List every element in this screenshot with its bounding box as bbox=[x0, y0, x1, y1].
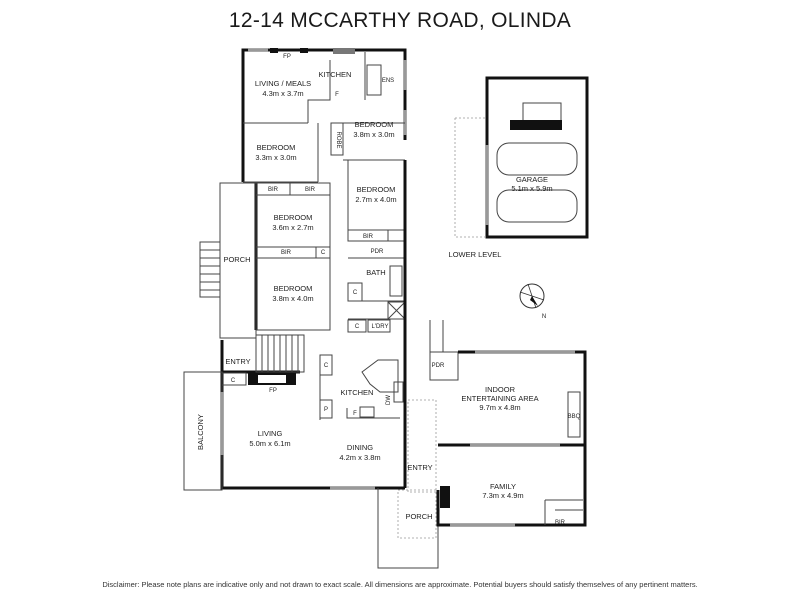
bedroom1-label: BEDROOM bbox=[355, 120, 394, 129]
north-compass-icon bbox=[519, 283, 545, 309]
kitchen-upper-label: KITCHEN bbox=[319, 70, 352, 79]
dining-dims: 4.2m x 3.8m bbox=[339, 453, 380, 462]
living-dims: 5.0m x 6.1m bbox=[249, 439, 290, 448]
bedroom4-label: BEDROOM bbox=[274, 213, 313, 222]
bedroom5-label: BEDROOM bbox=[274, 284, 313, 293]
f-label: F bbox=[335, 92, 339, 98]
bedroom4-dims: 3.6m x 2.7m bbox=[272, 223, 313, 232]
living-meals-dims: 4.3m x 3.7m bbox=[262, 89, 303, 98]
bedroom3-dims: 2.7m x 4.0m bbox=[355, 195, 396, 204]
bedroom2-label: BEDROOM bbox=[257, 143, 296, 152]
bir-label: BIR bbox=[268, 187, 279, 193]
bedroom2-dims: 3.3m x 3.0m bbox=[255, 153, 296, 162]
porch-side-label: PORCH bbox=[223, 255, 250, 264]
bedroom3-label: BEDROOM bbox=[357, 185, 396, 194]
front-porch bbox=[377, 399, 439, 569]
bedroom5-dims: 3.8m x 4.0m bbox=[272, 294, 313, 303]
bath-label: BATH bbox=[366, 268, 385, 277]
c-label: C bbox=[355, 324, 360, 330]
entry-upper-label: ENTRY bbox=[225, 357, 250, 366]
disclaimer: Disclaimer: Please note plans are indica… bbox=[102, 580, 698, 589]
c-label: C bbox=[321, 250, 326, 256]
upper-wing-walls bbox=[241, 48, 407, 183]
lower-level-label: LOWER LEVEL bbox=[449, 250, 502, 259]
pdr2-label: PDR bbox=[432, 363, 445, 369]
robe-label: ROBE bbox=[335, 131, 341, 148]
family-label: FAMILY bbox=[490, 482, 516, 491]
indoor-ent-label: INDOOR bbox=[485, 385, 516, 394]
porch-front-label: PORCH bbox=[405, 512, 432, 521]
c-label: C bbox=[353, 290, 358, 296]
bbq-label: BBQ bbox=[568, 414, 581, 420]
main-lower-walls bbox=[183, 334, 407, 491]
fp-label: FP bbox=[269, 388, 277, 394]
bir-label: BIR bbox=[281, 250, 292, 256]
garage-label: GARAGE bbox=[516, 175, 548, 184]
kitchen-label: KITCHEN bbox=[341, 388, 374, 397]
north-label: N bbox=[542, 314, 546, 320]
fp-label: FP bbox=[283, 54, 291, 60]
page-title: 12-14 MCCARTHY ROAD, OLINDA bbox=[228, 9, 572, 32]
entry-lower-label: ENTRY bbox=[407, 463, 432, 472]
indoor-ent-dims: 9.7m x 4.8m bbox=[479, 403, 520, 412]
garage-dims: 5.1m x 5.9m bbox=[511, 184, 552, 193]
ens-label: ENS bbox=[382, 78, 394, 84]
c-label: C bbox=[324, 363, 329, 369]
bedroom1-dims: 3.8m x 3.0m bbox=[353, 130, 394, 139]
f-label: F bbox=[353, 411, 357, 417]
living-meals-label: LIVING / MEALS bbox=[255, 79, 311, 88]
side-porch bbox=[199, 182, 257, 339]
pdr-label: PDR bbox=[371, 249, 384, 255]
bir-label: BIR bbox=[305, 187, 316, 193]
family-dims: 7.3m x 4.9m bbox=[482, 491, 523, 500]
dining-label: DINING bbox=[347, 443, 373, 452]
dw-label: DW bbox=[386, 395, 392, 405]
balcony-label: BALCONY bbox=[196, 414, 205, 450]
c-label: C bbox=[231, 378, 236, 384]
indoor-ent-label2: ENTERTAINING AREA bbox=[461, 394, 538, 403]
bir-label: BIR bbox=[363, 234, 374, 240]
east-wing-walls bbox=[429, 320, 587, 527]
room-labels: LIVING / MEALS 4.3m x 3.7m KITCHEN ENS F… bbox=[196, 54, 581, 526]
p-label: P bbox=[324, 407, 328, 413]
living-label: LIVING bbox=[258, 429, 283, 438]
garage-plan bbox=[454, 76, 589, 239]
ldry-label: L'DRY bbox=[371, 324, 388, 330]
bir-label: BIR bbox=[555, 520, 566, 526]
